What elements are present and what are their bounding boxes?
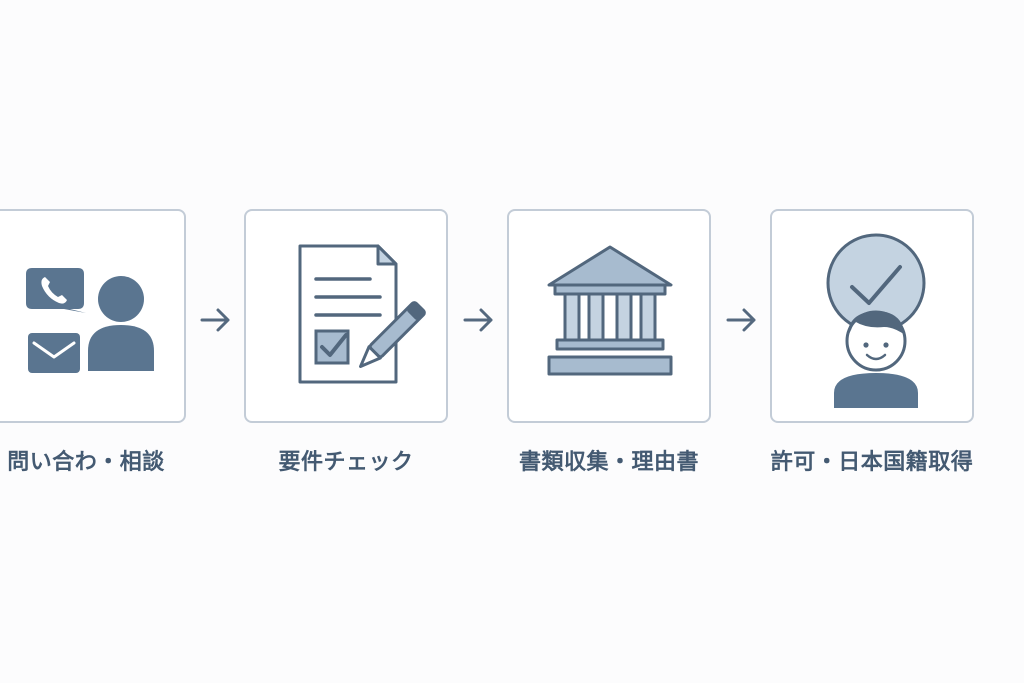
right-arrow-icon: [726, 308, 756, 332]
right-arrow-icon: [200, 308, 230, 332]
step-card-documents: [507, 209, 711, 423]
right-arrow-icon: [463, 308, 493, 332]
pen-icon: [359, 301, 426, 368]
step-card-inquiry: [0, 209, 186, 423]
step-label-requirements: 要件チェック: [278, 450, 414, 475]
smiling-person-icon: [834, 310, 918, 408]
step-label-inquiry: 問い合わ・相談: [7, 450, 165, 475]
person-icon: [88, 276, 154, 371]
step-card-requirements: [244, 209, 448, 423]
step-label-approval: 許可・日本国籍取得: [770, 450, 974, 475]
step-label-documents: 書類収集・理由書: [518, 450, 699, 475]
step-card-approval: [770, 209, 974, 423]
phone-chat-icon: [26, 268, 86, 313]
mail-icon: [28, 333, 80, 373]
checkbox-icon: [314, 329, 350, 365]
government-building-icon: [547, 245, 673, 376]
